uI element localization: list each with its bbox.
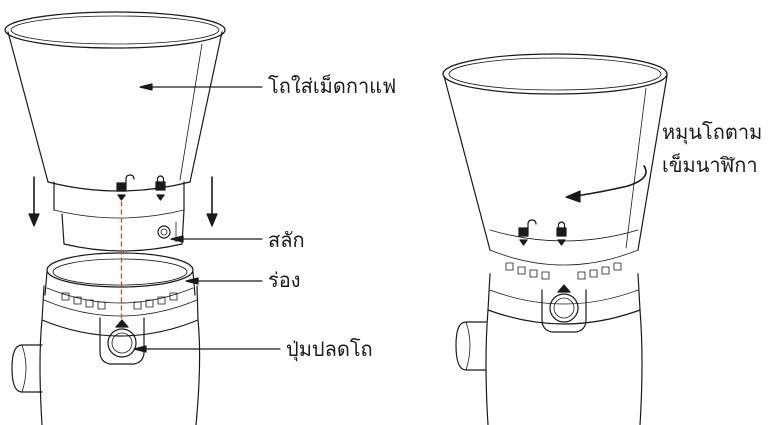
down-arrow-icon <box>28 176 40 227</box>
left-release-button <box>99 317 145 365</box>
left-grinder-base <box>11 285 201 425</box>
left-lock-icons <box>116 174 166 201</box>
down-arrow-icon <box>206 176 218 227</box>
leader-release <box>133 345 281 353</box>
right-lock-icons <box>518 219 567 246</box>
lock-icon <box>556 221 567 246</box>
right-release-button <box>541 284 587 333</box>
groove-label: ร่อง <box>268 268 301 292</box>
left-hopper <box>4 11 226 252</box>
leader-pin <box>170 235 263 243</box>
right-collar <box>489 249 639 280</box>
rotate-instruction-line2: เข็มนาฬิกา <box>662 153 758 177</box>
leader-hopper <box>139 83 263 91</box>
leader-groove <box>185 277 263 285</box>
lock-icon <box>155 175 166 201</box>
pin-label: สลัก <box>268 228 305 252</box>
release-button-label: ปุ่มปลดโถ <box>286 337 373 361</box>
right-grinder-base <box>455 273 643 425</box>
up-triangle-icon <box>557 284 571 293</box>
rotate-instruction-line1: หมุนโถตาม <box>662 120 763 144</box>
up-triangle-icon <box>115 319 129 328</box>
rotate-arrow-icon <box>565 165 647 203</box>
unlock-icon <box>518 219 537 246</box>
hopper-label: โถใส่เม็ดกาแฟ <box>268 74 397 98</box>
rotate-instruction: หมุนโถตาม เข็มนาฬิกา <box>662 116 762 182</box>
right-hopper <box>442 53 668 251</box>
unlock-icon <box>116 174 135 201</box>
left-collar-groove <box>44 252 196 310</box>
